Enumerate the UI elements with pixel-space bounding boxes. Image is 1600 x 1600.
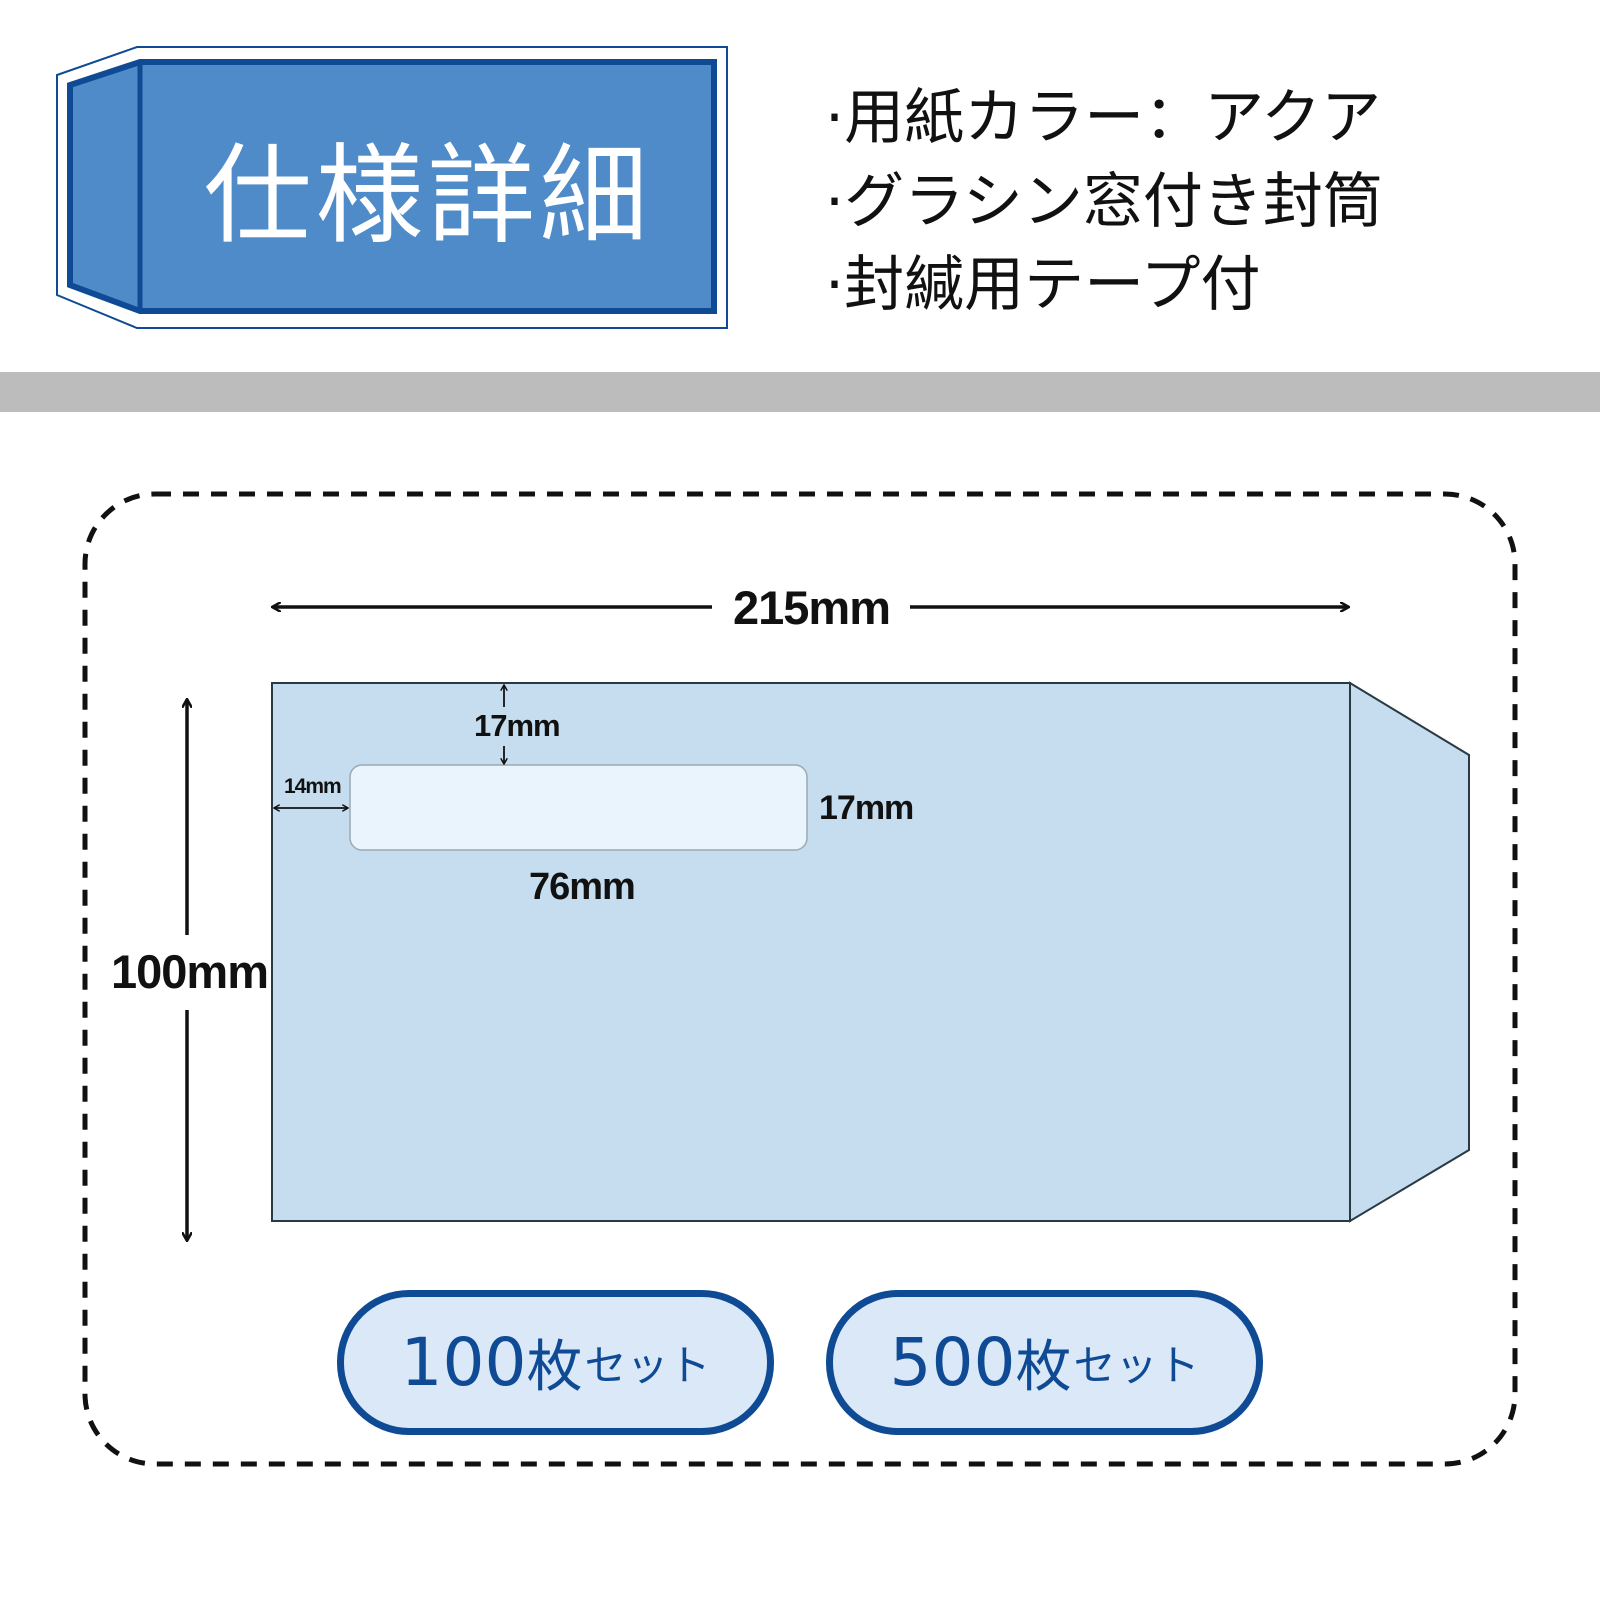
set-suffix: セット [1073,1341,1200,1390]
dashed-frame [82,491,1518,1467]
window-width-label: 76mm [529,866,636,908]
section-divider [0,372,1600,412]
set-suffix: セット [584,1341,711,1390]
set-count: 500 [889,1324,1016,1401]
envelope-flap [1349,681,1470,1223]
window-left-offset-label: 14mm [284,775,342,798]
width-label: 215mm [733,581,891,634]
set-count: 100 [400,1324,527,1401]
spec-paper-color: ·用紙カラー：アクア [825,83,1382,153]
page-title: 仕様詳細 [203,134,652,259]
height-label: 100mm [111,945,269,998]
spec-window-type: ·グラシン窓付き封筒 [825,167,1383,237]
header-tag-shape [56,46,728,329]
spec-seal-tape: ·封緘用テープ付 [825,250,1261,320]
glassine-window [349,764,808,851]
window-top-offset-label: 17mm [474,708,561,743]
set-unit: 枚 [1015,1335,1072,1400]
window-height-label: 17mm [819,789,914,827]
set-unit: 枚 [526,1335,583,1400]
envelope-body [271,682,1351,1222]
